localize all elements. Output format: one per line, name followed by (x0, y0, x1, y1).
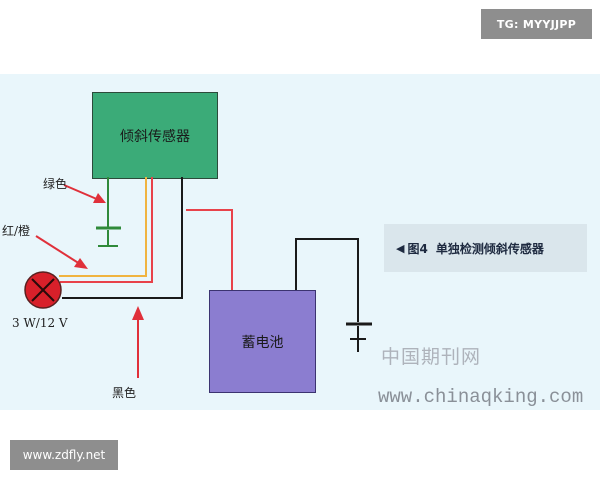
green-pointer-arrow-icon (63, 184, 106, 203)
caption-title: 单独检测倾斜传感器 (435, 241, 544, 256)
caption-arrow-icon: ◀ (396, 241, 405, 255)
orange-wire (59, 177, 147, 277)
black-wire (62, 177, 183, 299)
watermark-site-cn: 中国期刊网 (381, 346, 482, 368)
sensor-label: 倾斜传感器 (120, 128, 190, 145)
green-wire-label: 绿色 (43, 177, 68, 191)
black-pointer-arrow-icon (132, 306, 144, 378)
watermark-tag-top: TG: MYYJJPP (481, 9, 592, 39)
battery-label: 蓄电池 (241, 334, 284, 351)
lamp-icon (24, 271, 62, 309)
red-orange-wire-label: 红/橙 (2, 224, 31, 238)
lamp-rating-label: 3 W/12 V (12, 316, 68, 330)
red-wire-battery (186, 209, 233, 290)
figure-caption: ◀ 图4 单独检测倾斜传感器 (384, 224, 587, 272)
battery-box: 蓄电池 (209, 290, 316, 393)
battery-ground-wire (295, 238, 359, 322)
red-wire-lamp (60, 177, 153, 283)
watermark-tag-bottom: www.zdfly.net (10, 440, 118, 470)
watermark-site-url: www.chinaqking.com (378, 386, 584, 408)
caption-figure-number: 图4 (407, 241, 428, 256)
red-orange-pointer-arrow-icon (35, 235, 88, 269)
tilt-sensor-box: 倾斜传感器 (92, 92, 218, 179)
black-wire-label: 黑色 (112, 386, 137, 400)
